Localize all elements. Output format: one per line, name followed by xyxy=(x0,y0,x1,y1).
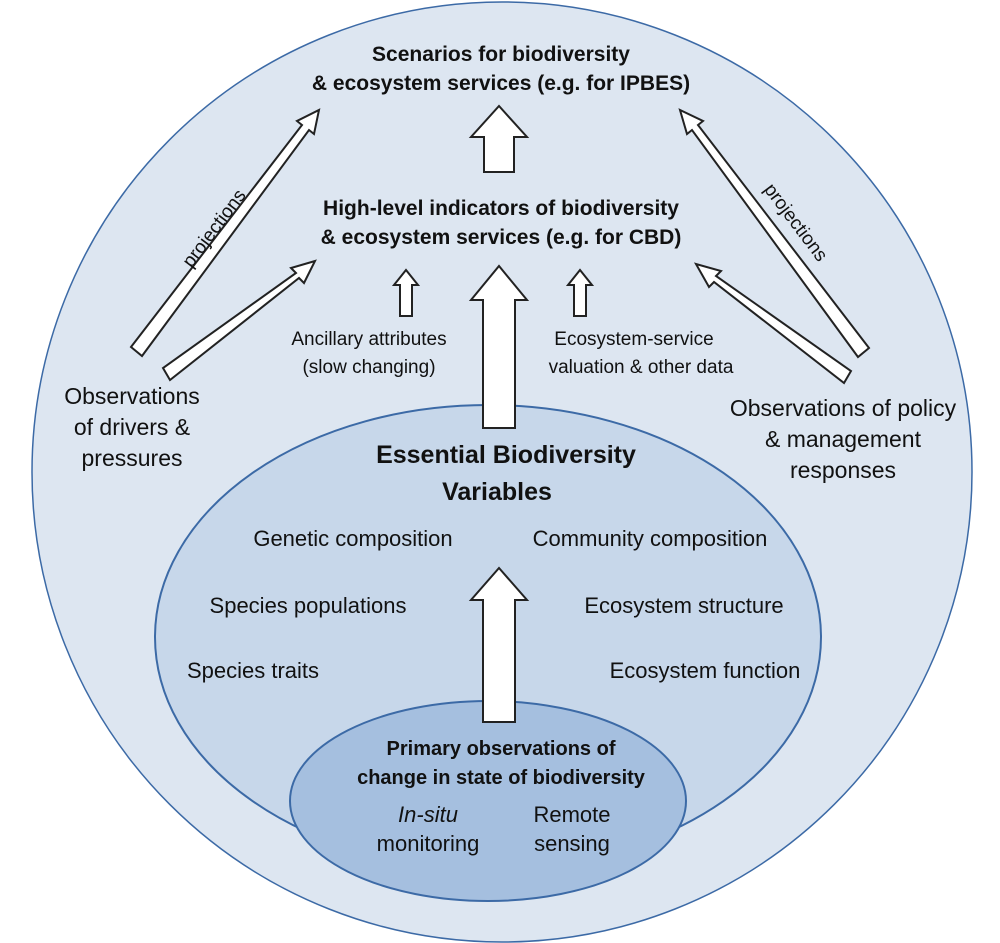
remote-line2: sensing xyxy=(534,831,610,856)
indicators-title-line2: & ecosystem services (e.g. for CBD) xyxy=(321,226,682,249)
scenarios-title-line2: & ecosystem services (e.g. for IPBES) xyxy=(312,72,690,95)
ebv-item-community-composition: Community composition xyxy=(533,526,768,551)
valuation-arrow xyxy=(565,268,595,317)
drivers-line1: Observations xyxy=(64,383,200,409)
policy-line2: & management xyxy=(765,426,922,452)
insitu-line1: In-situ xyxy=(398,802,458,827)
primary-observations-ellipse xyxy=(289,700,687,902)
drivers-to-indicators-arrow xyxy=(161,259,317,382)
ancillary-arrow xyxy=(391,268,421,317)
ebv-item-species-populations: Species populations xyxy=(210,593,407,618)
policy-line1: Observations of policy xyxy=(730,395,957,421)
ebv-title-line2: Variables xyxy=(442,478,552,506)
ebv-item-ecosystem-function: Ecosystem function xyxy=(610,658,801,683)
ebv-item-ecosystem-structure: Ecosystem structure xyxy=(584,593,783,618)
projections-right-arrow xyxy=(678,108,871,359)
ancillary-line1: Ancillary attributes xyxy=(291,329,446,350)
insitu-line2: monitoring xyxy=(377,831,480,856)
remote-line1: Remote xyxy=(533,802,610,827)
policy-line3: responses xyxy=(790,457,896,483)
ancillary-line2: (slow changing) xyxy=(302,357,435,378)
valuation-line2: valuation & other data xyxy=(549,357,734,378)
ebv-to-indicators-arrow xyxy=(468,264,530,429)
indicators-to-scenarios-arrow xyxy=(468,104,530,173)
ebv-item-genetic-composition: Genetic composition xyxy=(253,526,452,551)
projections-left-arrow xyxy=(129,108,321,358)
drivers-line2: of drivers & xyxy=(74,414,190,440)
indicators-title-line1: High-level indicators of biodiversity xyxy=(323,197,679,220)
primary-title-line2: change in state of biodiversity xyxy=(357,767,646,789)
policy-to-indicators-arrow xyxy=(693,262,853,385)
primary-title-line1: Primary observations of xyxy=(387,738,616,760)
ebv-item-species-traits: Species traits xyxy=(187,658,319,683)
drivers-line3: pressures xyxy=(82,445,183,471)
primary-to-ebv-arrow xyxy=(468,566,530,723)
ebv-title-line1: Essential Biodiversity xyxy=(376,441,636,469)
valuation-line1: Ecosystem-service xyxy=(554,329,713,350)
scenarios-title-line1: Scenarios for biodiversity xyxy=(372,43,630,66)
